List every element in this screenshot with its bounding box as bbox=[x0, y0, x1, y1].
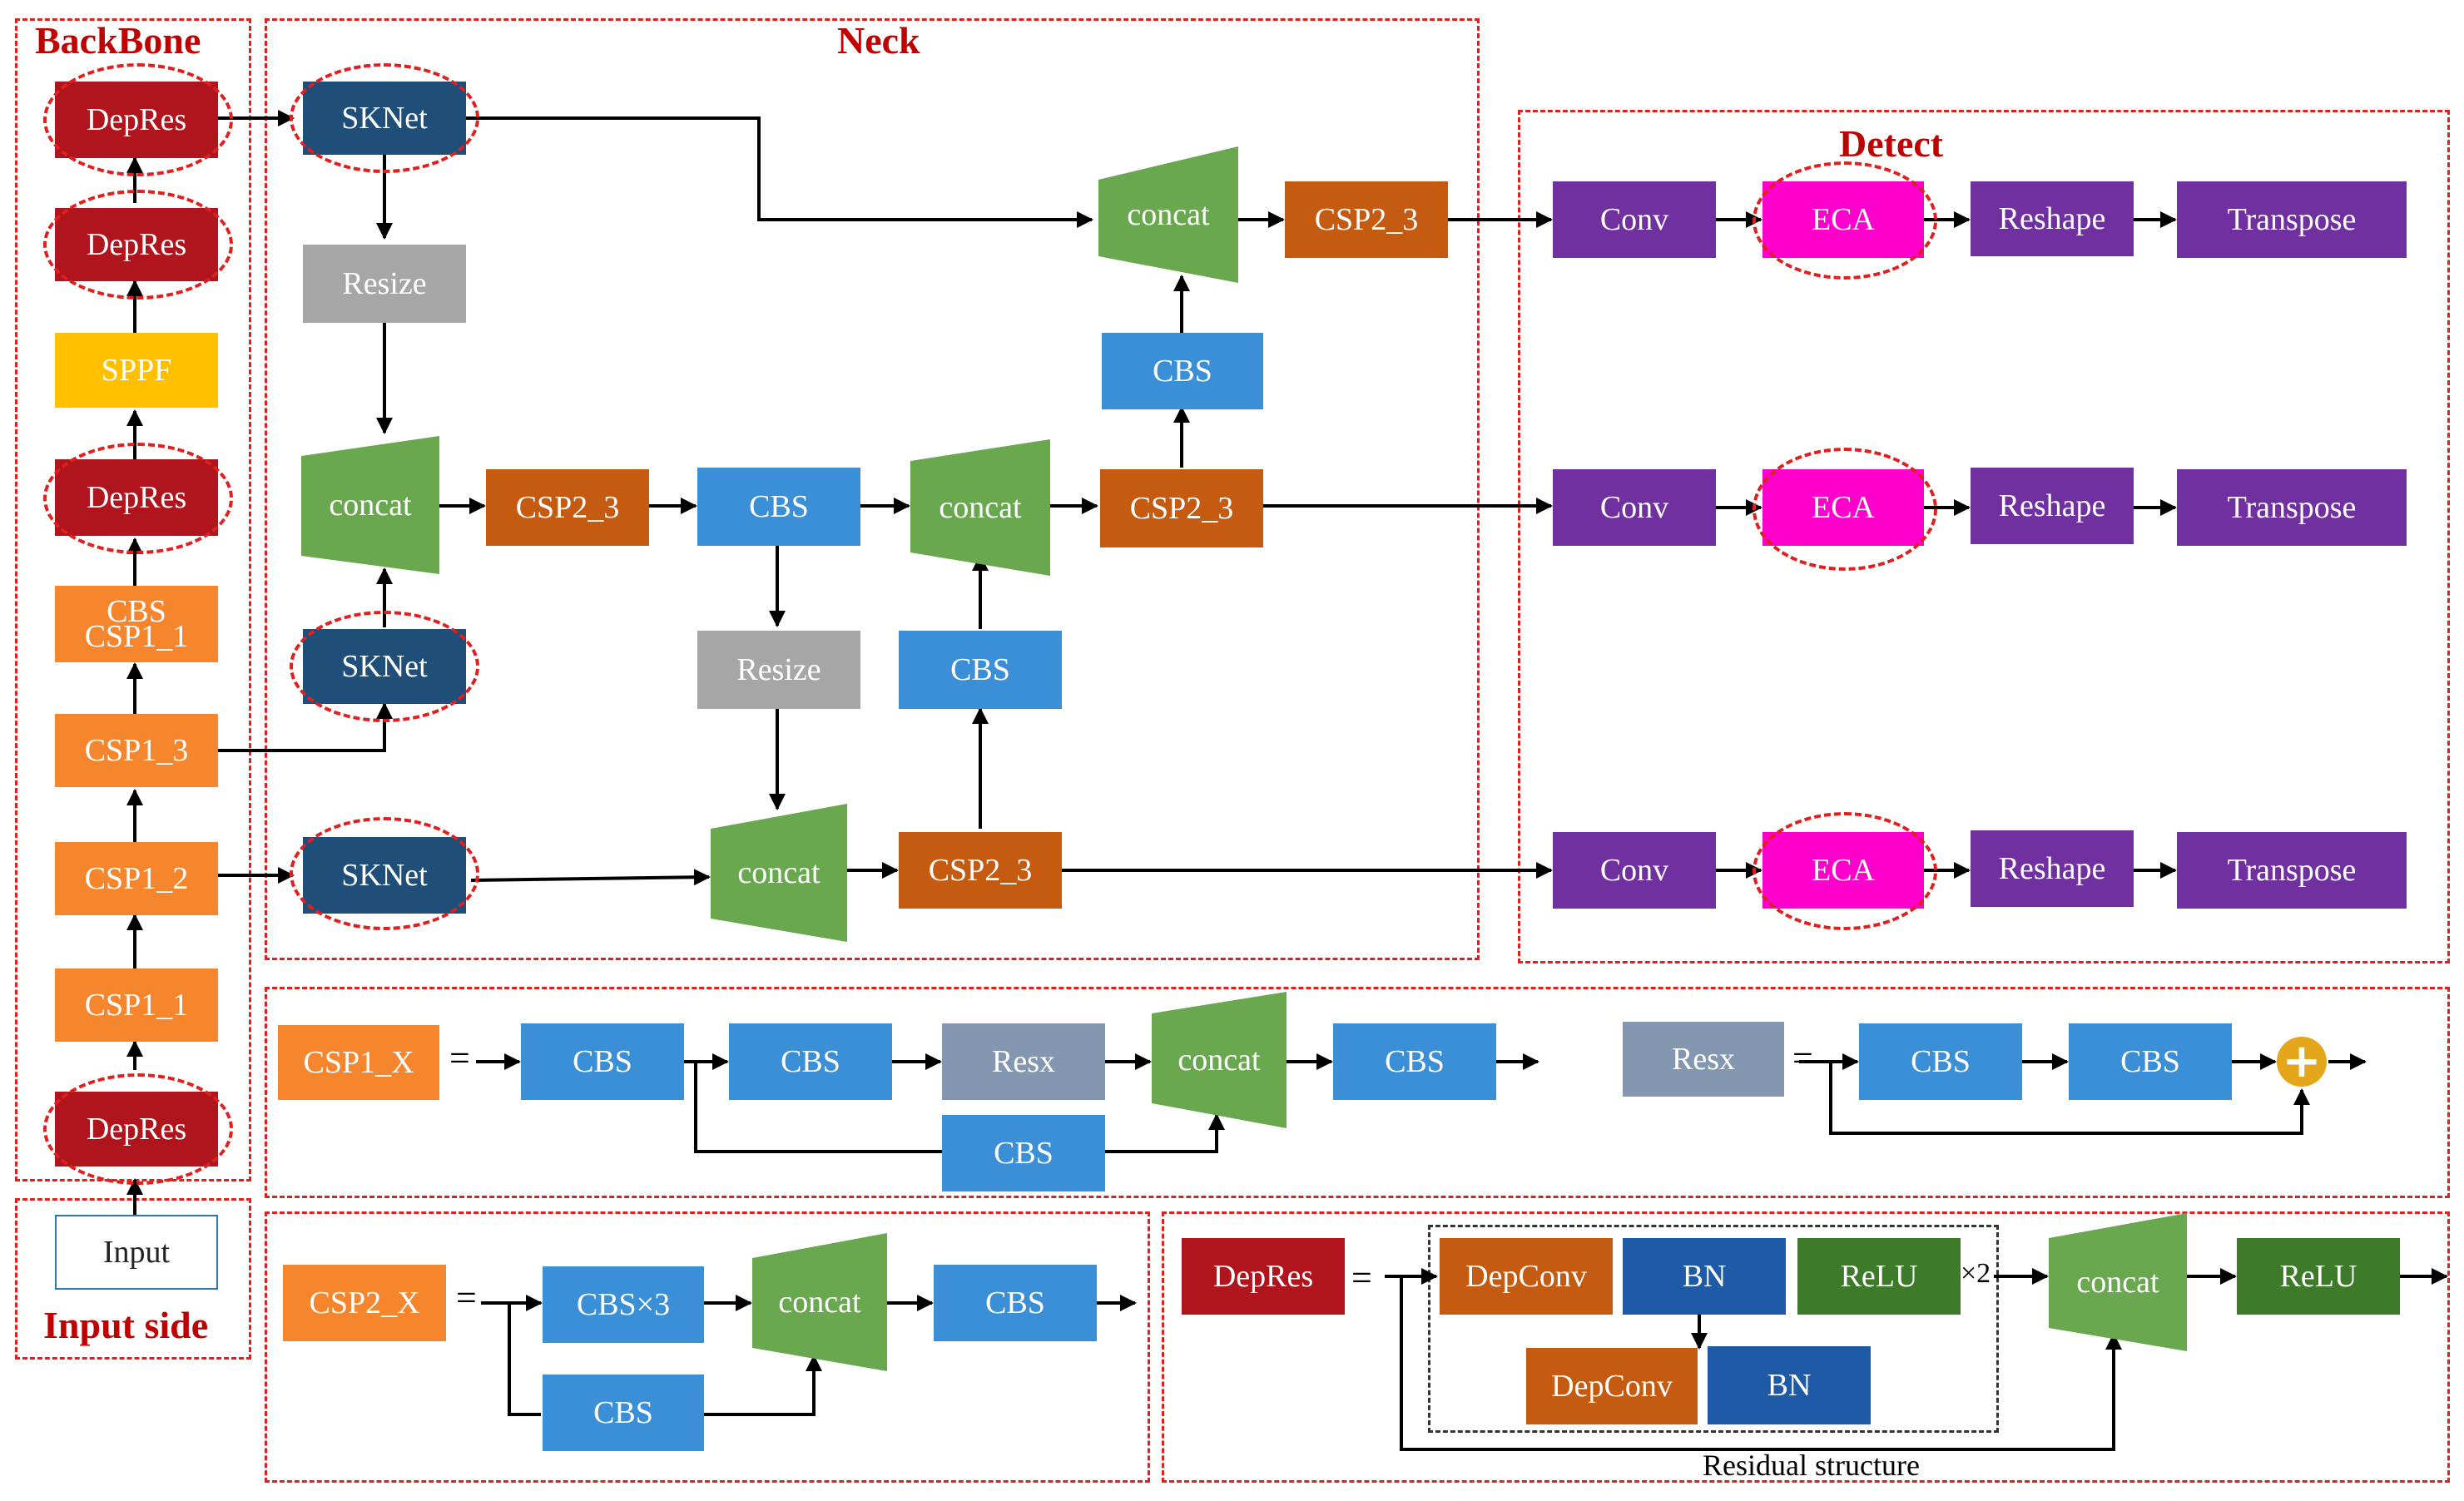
concat-top-label: concat bbox=[1127, 197, 1210, 232]
csp2x-label-block: CSP2_X bbox=[283, 1265, 446, 1341]
cbs-block-upper: CBS bbox=[1102, 333, 1263, 409]
input-side-title: Input side bbox=[43, 1304, 209, 1346]
add-icon: + bbox=[2277, 1037, 2327, 1087]
concat-mid-label: concat bbox=[939, 490, 1022, 525]
csp1x-region bbox=[265, 987, 2450, 1198]
csp2x-equals: = bbox=[456, 1277, 477, 1318]
sppf-block: SPPF bbox=[55, 333, 218, 408]
csp1-3-block: CSP1_3 bbox=[55, 714, 218, 787]
depres-def-relu-1: ReLU bbox=[1797, 1238, 1961, 1315]
detect-title: Detect bbox=[1839, 122, 1944, 165]
csp2x-cbs-bypass: CBS bbox=[543, 1375, 704, 1451]
detect-transpose-1: Transpose bbox=[2177, 181, 2407, 258]
concat-top-shape bbox=[1098, 146, 1238, 283]
csp1x-label-block: CSP1_X bbox=[278, 1025, 439, 1100]
detect-transpose-3: Transpose bbox=[2177, 832, 2407, 909]
csp1x-cbs-out: CBS bbox=[1333, 1023, 1496, 1100]
residual-structure-label: Residual structure bbox=[1703, 1449, 1920, 1482]
resize-block-top: Resize bbox=[303, 245, 466, 323]
resx-cbs-1: CBS bbox=[1859, 1023, 2022, 1100]
csp1x-concat-label: concat bbox=[1177, 1043, 1261, 1077]
depres-oval-bottom bbox=[43, 1073, 233, 1185]
cbs-csp1-1-block: CBS CSP1_1 bbox=[55, 586, 218, 662]
csp1x-cbs-bypass: CBS bbox=[942, 1115, 1105, 1191]
csp2-3-block-left: CSP2_3 bbox=[486, 469, 649, 546]
eca-oval-1 bbox=[1753, 161, 1937, 280]
sknet-oval-mid bbox=[290, 611, 479, 722]
depres-def-region bbox=[1162, 1211, 2450, 1483]
detect-transpose-2: Transpose bbox=[2177, 469, 2407, 546]
resx-equals: = bbox=[1792, 1038, 1813, 1078]
resx-cbs-2: CBS bbox=[2069, 1023, 2232, 1100]
concat-bottom-shape bbox=[711, 804, 847, 942]
csp1x-equals: = bbox=[449, 1038, 470, 1078]
csp1x-cbs-1: CBS bbox=[521, 1023, 684, 1100]
concat-left-label: concat bbox=[329, 488, 412, 523]
sknet-oval-bottom bbox=[290, 817, 479, 930]
csp2x-cbs-x3: CBS×3 bbox=[543, 1266, 704, 1343]
backbone-title: BackBone bbox=[35, 19, 201, 62]
input-block: Input bbox=[55, 1215, 218, 1290]
depres-def-bn-2: BN bbox=[1708, 1346, 1871, 1424]
csp1-2-block: CSP1_2 bbox=[55, 842, 218, 915]
csp1x-cbs-2: CBS bbox=[729, 1023, 892, 1100]
csp2x-region bbox=[265, 1211, 1150, 1483]
depres-def-relu-out: ReLU bbox=[2237, 1238, 2400, 1315]
csp2-3-block-top: CSP2_3 bbox=[1285, 181, 1448, 258]
concat-bottom-label: concat bbox=[737, 855, 821, 890]
detect-reshape-3: Reshape bbox=[1971, 830, 2134, 907]
eca-oval-2 bbox=[1753, 448, 1937, 571]
resize-block-mid: Resize bbox=[697, 631, 860, 709]
detect-reshape-2: Reshape bbox=[1971, 468, 2134, 544]
csp1-1-block: CSP1_1 bbox=[55, 968, 218, 1042]
depres-inner-box bbox=[1428, 1225, 1999, 1433]
detect-conv-2: Conv bbox=[1553, 469, 1716, 546]
cbs-block-lower: CBS bbox=[899, 631, 1062, 709]
depres-oval-upper bbox=[43, 190, 233, 300]
depres-oval-mid bbox=[43, 443, 233, 554]
csp2x-concat-label: concat bbox=[778, 1285, 861, 1320]
sknet-oval-top bbox=[290, 63, 479, 173]
csp2x-cbs-out: CBS bbox=[934, 1265, 1097, 1341]
neck-title: Neck bbox=[837, 19, 920, 62]
concat-mid-shape bbox=[910, 439, 1050, 576]
neck-region bbox=[265, 18, 1480, 960]
csp2-3-block-bottom: CSP2_3 bbox=[899, 832, 1062, 909]
detect-conv-3: Conv bbox=[1553, 832, 1716, 909]
depres-oval-top bbox=[43, 63, 233, 176]
csp1x-concat-shape bbox=[1152, 992, 1287, 1128]
csp2x-concat-shape bbox=[752, 1233, 887, 1371]
eca-oval-3 bbox=[1753, 812, 1937, 930]
csp1x-resx: Resx bbox=[942, 1023, 1105, 1100]
depres-def-depconv-2: DepConv bbox=[1526, 1348, 1698, 1424]
depres-def-concat-shape bbox=[2049, 1213, 2187, 1351]
depres-def-label-block: DepRes bbox=[1182, 1238, 1345, 1315]
cbs-block-mid: CBS bbox=[697, 468, 860, 546]
depres-def-depconv-1: DepConv bbox=[1440, 1238, 1613, 1315]
depres-def-bn-1: BN bbox=[1623, 1238, 1786, 1315]
resx-label-block: Resx bbox=[1623, 1022, 1784, 1097]
detect-reshape-1: Reshape bbox=[1971, 181, 2134, 256]
depres-def-equals: = bbox=[1351, 1257, 1372, 1298]
detect-conv-1: Conv bbox=[1553, 181, 1716, 258]
detect-region bbox=[1518, 110, 2450, 964]
csp2-3-block-mid: CSP2_3 bbox=[1100, 469, 1263, 547]
depres-def-times-2: ×2 bbox=[1961, 1258, 1991, 1289]
cbs-csp1-1-top-label: CBS bbox=[107, 594, 166, 629]
cbs-csp1-1-bottom-label: CSP1_1 bbox=[84, 619, 189, 654]
concat-left-shape bbox=[301, 436, 439, 574]
depres-def-concat-label: concat bbox=[2076, 1265, 2159, 1300]
